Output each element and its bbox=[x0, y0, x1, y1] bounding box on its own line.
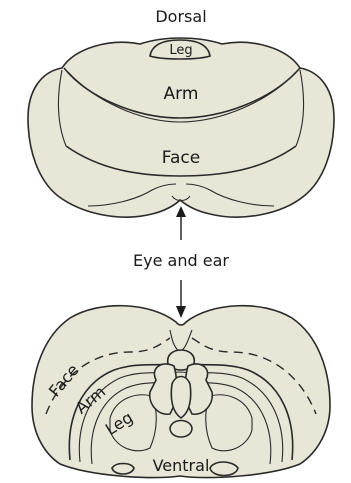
eye-ear-label: Eye and ear bbox=[133, 251, 229, 270]
ventral-label: Ventral bbox=[153, 456, 210, 475]
face-label-dorsal: Face bbox=[162, 148, 200, 168]
dorsal-outline bbox=[28, 38, 334, 217]
tonsil-left bbox=[210, 462, 238, 476]
down-arrow-head bbox=[176, 306, 186, 318]
dorsal-view: Dorsal Leg Arm Face bbox=[28, 7, 334, 217]
up-arrow-head bbox=[176, 206, 186, 217]
arm-label-dorsal: Arm bbox=[164, 84, 199, 104]
tonsil-right-edge bbox=[112, 464, 134, 475]
dorsal-label: Dorsal bbox=[155, 7, 206, 26]
vermis-lower-nodule bbox=[170, 421, 192, 438]
eye-ear-arrows: Eye and ear bbox=[133, 206, 229, 318]
ventral-view: Face Arm Leg Ventral bbox=[32, 306, 330, 478]
leg-label-dorsal: Leg bbox=[169, 43, 192, 58]
